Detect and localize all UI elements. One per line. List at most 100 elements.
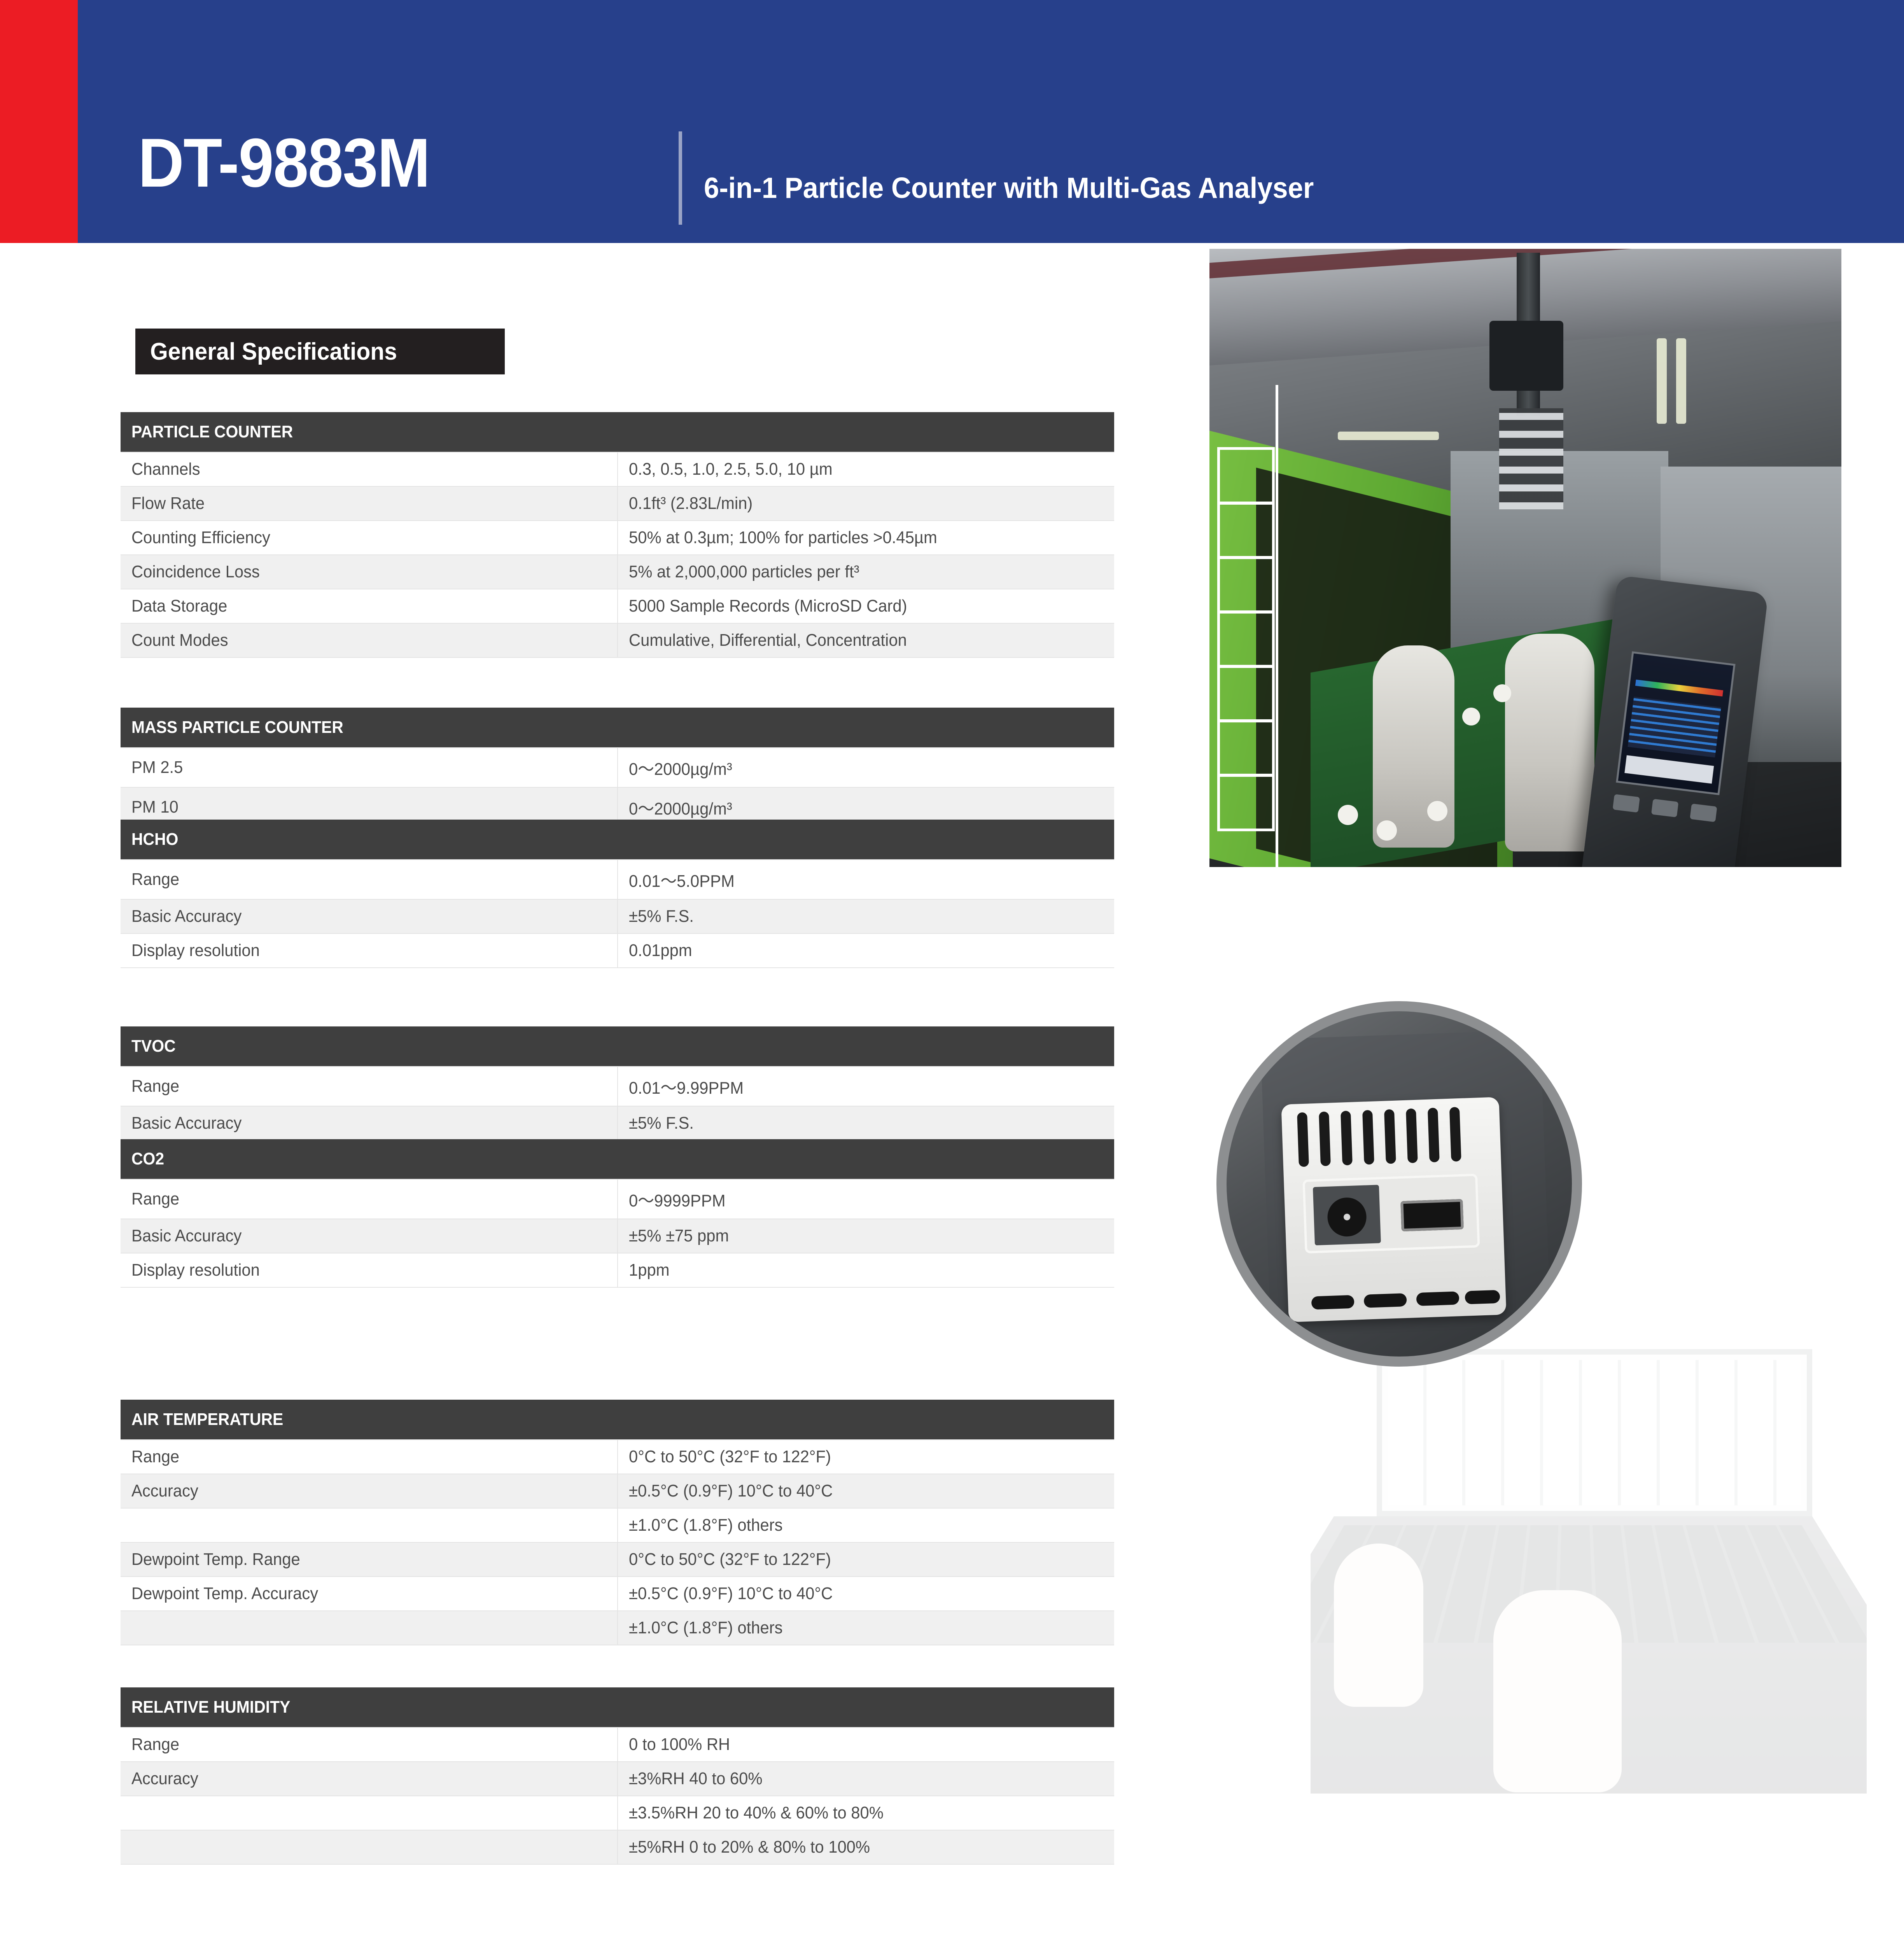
spec-label-cell: Range (121, 860, 618, 900)
table-row: Dewpoint Temp. Accuracy±0.5°C (0.9°F) 10… (121, 1577, 1114, 1611)
spec-value-cell: ±5%RH 0 to 20% & 80% to 100% (617, 1830, 1114, 1865)
spec-value-cell: ±5% F.S. (617, 1106, 1114, 1141)
mini-usb-port (1400, 1199, 1464, 1232)
header-blue-band (78, 0, 1904, 243)
photo-meter-key (1690, 803, 1717, 822)
photo-robot-head (1489, 321, 1563, 391)
spec-value-cell: 0～2000µg/m³ (617, 748, 1114, 788)
spec-label-cell: Dewpoint Temp. Accuracy (121, 1577, 618, 1611)
spec-label-cell: Counting Efficiency (121, 521, 618, 555)
filmstrip-cell (1217, 447, 1275, 505)
photo-vent-slot (1362, 1110, 1374, 1165)
spec-table-title: AIR TEMPERATURE (121, 1400, 1114, 1440)
filmstrip-cell (1217, 665, 1275, 722)
spec-value-cell: 0.01～9.99PPM (617, 1066, 1114, 1107)
spec-value-cell: 0°C to 50°C (32°F to 122°F) (617, 1440, 1114, 1474)
spec-value-cell: 0.3, 0.5, 1.0, 2.5, 5.0, 10 µm (617, 452, 1114, 487)
spec-value-cell: 0°C to 50°C (32°F to 122°F) (617, 1542, 1114, 1577)
spec-label-cell (121, 1796, 618, 1830)
product-subtitle: 6-in-1 Particle Counter with Multi-Gas A… (704, 171, 1314, 204)
table-row: ±3.5%RH 20 to 40% & 60% to 80% (121, 1796, 1114, 1830)
spec-table-header-row: MASS PARTICLE COUNTER (121, 708, 1114, 748)
table-row: ±1.0°C (1.8°F) others (121, 1611, 1114, 1645)
spec-label-cell: Coincidence Loss (121, 555, 618, 589)
photo-port-panel (1281, 1097, 1507, 1322)
photo-bottom-slot (1311, 1295, 1354, 1310)
spec-value-cell: 50% at 0.3µm; 100% for particles >0.45µm (617, 521, 1114, 555)
spec-label-cell: Range (121, 1066, 618, 1107)
spec-value-cell: ±5% ±75 ppm (617, 1219, 1114, 1253)
spec-value-cell: 1ppm (617, 1253, 1114, 1288)
photo-product-item (1493, 684, 1511, 702)
photo-ceiling-light (1657, 338, 1667, 424)
spec-label-cell (121, 1611, 618, 1645)
spec-label-cell: Data Storage (121, 589, 618, 624)
spec-table-title: HCHO (121, 820, 1114, 860)
photo-bottom-slot (1416, 1291, 1460, 1306)
spec-table-header-row: PARTICLE COUNTER (121, 412, 1114, 453)
spec-label-cell: Display resolution (121, 934, 618, 968)
photo-product-item (1427, 801, 1447, 821)
spec-table-header-row: TVOC (121, 1026, 1114, 1067)
spec-label-cell: Accuracy (121, 1762, 618, 1796)
photo-vent-slot (1449, 1107, 1461, 1162)
factory-cleanroom-photo (1209, 249, 1841, 867)
photo-meter-key (1612, 794, 1640, 813)
spec-label-cell: PM 2.5 (121, 748, 618, 788)
filmstrip-cell (1217, 719, 1275, 777)
filmstrip-cell (1217, 556, 1275, 614)
spec-table-header-row: CO2 (121, 1139, 1114, 1180)
spec-label-cell: Range (121, 1179, 618, 1219)
spec-label-cell: Range (121, 1727, 618, 1762)
photo-hand (1334, 1544, 1423, 1707)
spec-table-title: RELATIVE HUMIDITY (121, 1687, 1114, 1728)
spec-value-cell: 0 to 100% RH (617, 1727, 1114, 1762)
spec-label-cell: Accuracy (121, 1474, 618, 1509)
header-divider (679, 131, 682, 225)
photo-vent-slot (1427, 1107, 1440, 1163)
photo-vent-slot (1297, 1112, 1309, 1167)
spec-value-cell: ±3%RH 40 to 60% (617, 1762, 1114, 1796)
photo-meter-footer (1624, 755, 1714, 784)
photo-meter-readout (1628, 696, 1721, 758)
spec-value-cell: ±0.5°C (0.9°F) 10°C to 40°C (617, 1474, 1114, 1509)
spec-value-cell: 0.01ppm (617, 934, 1114, 968)
photo-product-item (1338, 805, 1358, 825)
spec-label-cell: Channels (121, 452, 618, 487)
spec-value-cell: 0～9999PPM (617, 1179, 1114, 1219)
spec-value-cell: 0.01～5.0PPM (617, 860, 1114, 900)
spec-value-cell: 0.1ft³ (2.83L/min) (617, 486, 1114, 521)
spec-value-cell: ±1.0°C (1.8°F) others (617, 1508, 1114, 1543)
spec-label-cell: Range (121, 1440, 618, 1474)
spec-value-cell: ±1.0°C (1.8°F) others (617, 1611, 1114, 1645)
photo-bottom-slot (1363, 1293, 1407, 1308)
photo-product-item (1377, 820, 1397, 841)
photo-worker (1505, 634, 1594, 851)
spec-value-cell: Cumulative, Differential, Concentration (617, 623, 1114, 658)
table-row: Accuracy±3%RH 40 to 60% (121, 1762, 1114, 1796)
photo-vent-slot (1319, 1111, 1331, 1166)
spec-table-header-row: RELATIVE HUMIDITY (121, 1687, 1114, 1728)
photo-vent-slot (1405, 1108, 1418, 1163)
laptop-software-photo (1311, 1349, 1867, 1905)
filmstrip-cell (1217, 774, 1275, 831)
spec-value-cell: ±3.5%RH 20 to 40% & 60% to 80% (617, 1796, 1114, 1830)
product-model-title: DT-9883M (138, 124, 430, 201)
photo-connector-bay (1302, 1173, 1480, 1254)
spec-value-cell: ±5% F.S. (617, 899, 1114, 934)
